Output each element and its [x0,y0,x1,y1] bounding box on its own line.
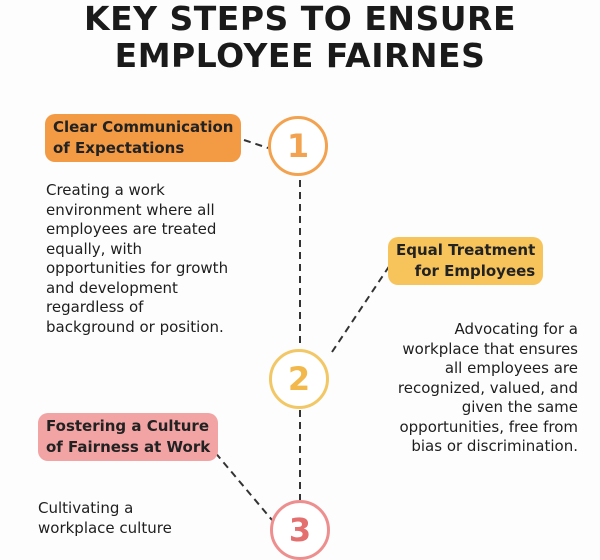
body-line: given the same [461,398,578,416]
body-line: recognized, valued, and [397,378,578,397]
body-line: equally, with [46,239,143,258]
body-line: all employees are [444,359,578,377]
heading-line: Clear Communication [53,118,234,136]
connector-2 [331,261,393,353]
step-1-circle: 1 [268,116,328,176]
body-line: Cultivating a [38,499,134,517]
body-line: environment where all [46,200,215,219]
connector-3 [207,443,273,521]
title-line-2: EMPLOYEE FAIRNES [114,36,486,75]
body-line: opportunities, free from [399,417,578,436]
step-1-heading: Clear Communication of Expectations [45,114,242,162]
body-line: employees are treated [46,220,217,238]
body-line: background or position. [46,317,224,336]
body-line: regardless of [46,298,144,316]
body-line: workplace culture [38,518,172,537]
step-2-circle: 2 [269,349,329,409]
title-line-1: KEY STEPS TO ENSURE [84,0,516,38]
connector-lines [207,139,393,521]
body-line: Advocating for a [454,320,578,338]
body-line: and development [46,278,178,297]
step-3-body: Cultivating a workplace culture [38,499,172,538]
step-2-heading: Equal Treatment for Employees [388,237,544,285]
step-3-heading: Fostering a Culture of Fairness at Work [38,413,219,461]
step-1-body: Creating a work environment where all em… [46,181,228,337]
body-line: workplace that ensures [402,339,578,358]
heading-line: of Fairness at Work [46,438,211,456]
step-2-body: Advocating for a workplace that ensures … [398,320,578,457]
body-line: Creating a work [46,181,165,199]
step-3-circle: 3 [270,500,330,560]
body-line: bias or discrimination. [411,437,578,455]
step-number: 1 [286,127,310,165]
body-line: opportunities for growth [46,259,229,277]
connector-1 [243,139,269,149]
heading-line: of Expectations [53,139,185,157]
heading-line: Fostering a Culture [46,417,209,435]
step-number: 2 [287,360,311,398]
heading-line: for Employees [414,262,536,280]
heading-line: Equal Treatment [396,241,536,259]
step-number: 3 [288,511,312,549]
